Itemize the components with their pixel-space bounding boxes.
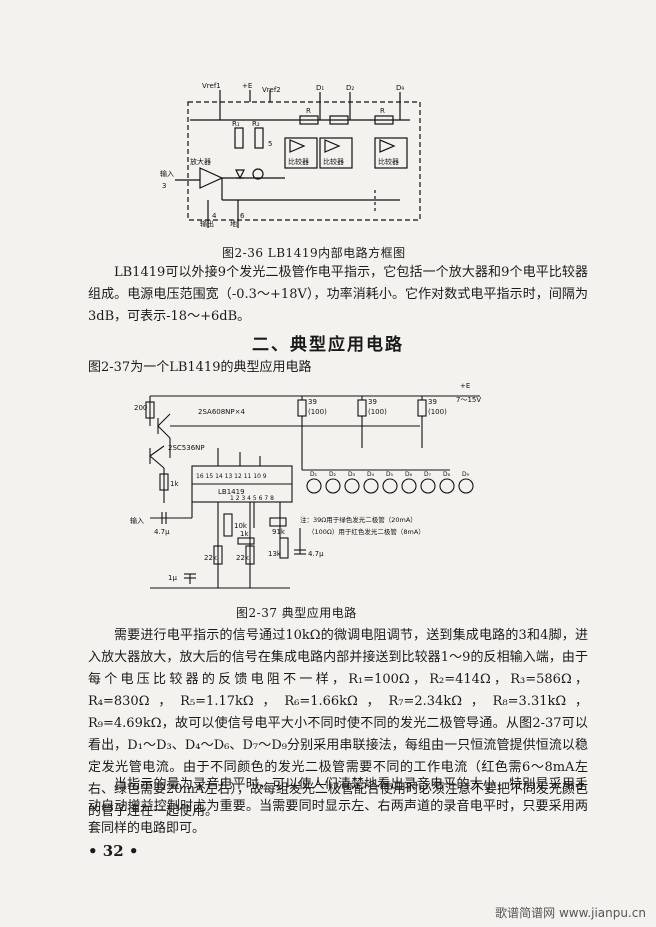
fig2-note-1: 注：39Ω用于绿色发光二极管（20mA） [300, 515, 417, 524]
section-title: 二、典型应用电路 [252, 335, 404, 355]
fig2-d5-label: D₅ [386, 471, 394, 478]
five-label: 5 [268, 140, 272, 148]
fig2-d3-label: D₃ [348, 471, 356, 478]
r2-label: R₂ [252, 120, 260, 128]
fig2-voltage-label: 7～15V [456, 396, 481, 404]
fig2-r100c-label: (100) [428, 408, 447, 416]
fig2-r91k-label: 91k [272, 528, 286, 536]
ground-label: 地 [230, 219, 237, 228]
fig2-cap1u-label: 1μ [168, 574, 177, 582]
r-out-label: R [380, 107, 385, 115]
watermark: 歌谱简谱网 www.jianpu.cn [495, 906, 646, 920]
vref1-label: Vref1 [202, 82, 221, 90]
fig2-r1k-label: 1k [170, 480, 179, 488]
figure-2-37-intro: 图2-37为一个LB1419的典型应用电路 [88, 357, 588, 379]
fig2-r100b-label: (100) [368, 408, 387, 416]
amplifier-label: 放大器 [190, 157, 211, 166]
d1-label: D₁ [316, 84, 324, 92]
r1-label: R₁ [232, 120, 240, 128]
figure-2-37-caption: 图2-37 典型应用电路 [236, 606, 357, 620]
paragraph-recording-level: 当指示的量为录音电平时，可以使人们清楚地看出录音电平的大小，特别是采用手动自动增… [88, 774, 588, 840]
figure-2-36-block-diagram: Vref1 +E Vref2 D₁ D₂ D₉ R₁ R₂ R R 5 放大器 … [160, 82, 421, 228]
page-number: • 32 • [88, 842, 139, 860]
fig2-d7-label: D₇ [424, 471, 432, 478]
input-label: 输入 [160, 169, 174, 178]
paragraph-2-text: 需要进行电平指示的信号通过10kΩ的微调电阻调节，送到集成电路的3和4脚，进入放… [88, 628, 588, 819]
fig2-d6-label: D₆ [405, 471, 413, 478]
comparator-2-label: 比较器 [323, 157, 344, 166]
fig2-d2-label: D₂ [329, 471, 337, 478]
fig2-pins-top-label: 16 15 14 13 12 11 10 9 [196, 473, 267, 480]
fig2-plus-e-label: +E [460, 382, 470, 390]
fig2-r10k-label: 10k [234, 522, 248, 530]
fig2-pins-bottom-label: 1 2 3 4 5 6 7 8 [230, 495, 274, 502]
d9-label: D₉ [396, 84, 404, 92]
figure-2-37-application-circuit: +E 7～15V 200 2SA608NP×4 39 (100) 39 (100… [130, 382, 481, 589]
intro-text: 图2-37为一个LB1419的典型应用电路 [88, 360, 312, 375]
fig2-d9-label: D₉ [462, 471, 470, 478]
fig2-input-label: 输入 [130, 516, 144, 525]
fig2-r100a-label: (100) [308, 408, 327, 416]
paragraph-1-text: LB1419可以外接9个发光二极管作电平指示，它包括一个放大器和9个电平比较器组… [88, 265, 588, 324]
comparator-1-label: 比较器 [288, 157, 309, 166]
paragraph-3-text: 当指示的量为录音电平时，可以使人们清楚地看出录音电平的大小，特别是采用手动自动增… [88, 777, 588, 836]
fig2-r22k-a-label: 22k [204, 554, 218, 562]
fig2-cap47u-label: 4.7μ [154, 528, 170, 536]
fig2-d8-label: D₈ [443, 471, 451, 478]
comparator-3-label: 比较器 [378, 157, 399, 166]
fig2-d4-label: D₄ [367, 471, 375, 478]
pin-4-label: 4 [212, 212, 217, 220]
fig2-cap47u-b-label: 4.7μ [308, 550, 324, 558]
fig2-r1k2-label: 1k [240, 530, 249, 538]
d2-label: D₂ [346, 84, 354, 92]
fig2-r200-label: 200 [134, 404, 147, 412]
fig2-r39b-label: 39 [368, 398, 377, 406]
paragraph-signal-description: 需要进行电平指示的信号通过10kΩ的微调电阻调节，送到集成电路的3和4脚，进入放… [88, 625, 588, 823]
r-label: R [306, 107, 311, 115]
fig2-note-2: （100Ω）用于红色发光二极管（8mA） [308, 527, 425, 536]
vref2-label: Vref2 [262, 86, 281, 94]
plus-e-label: +E [242, 82, 252, 90]
fig2-r39c-label: 39 [428, 398, 437, 406]
fig2-chip-label: LB1419 [218, 488, 245, 496]
paragraph-lb1419-intro: LB1419可以外接9个发光二极管作电平指示，它包括一个放大器和9个电平比较器组… [88, 262, 588, 328]
fig2-npn-label: 2SC536NP [168, 444, 205, 452]
fig2-r39a-label: 39 [308, 398, 317, 406]
fig2-transistors-label: 2SA608NP×4 [198, 408, 245, 416]
pin-3-label: 3 [162, 182, 166, 190]
fig2-r13k-label: 13k [268, 550, 282, 558]
fig2-d1-label: D₁ [310, 471, 318, 478]
figure-2-36-caption: 图2-36 LB1419内部电路方框图 [222, 246, 406, 260]
fig2-r22k-b-label: 22k [236, 554, 250, 562]
output-label: 输出 [200, 219, 214, 228]
pin-6-label: 6 [240, 212, 245, 220]
